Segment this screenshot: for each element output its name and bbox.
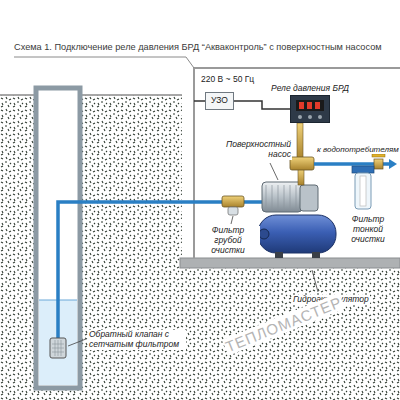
motor-fins	[266, 185, 296, 209]
leader-line	[312, 270, 318, 292]
motor-fin	[290, 185, 291, 209]
relay-button	[308, 115, 312, 119]
pressure-relay: Реле давления БРД	[290, 95, 330, 123]
part-label: Фильтр тонкой очистки	[338, 215, 398, 244]
diagram-title: Схема 1. Подключение реле давления БРД “…	[14, 42, 382, 52]
filter-cartridge	[360, 176, 366, 206]
pressure-tank	[258, 215, 336, 253]
flow-arrow	[389, 159, 397, 169]
relay-body	[290, 95, 330, 123]
fine-filter	[355, 173, 371, 209]
ground	[180, 268, 400, 400]
pump-head	[300, 185, 318, 211]
motor-fin	[296, 185, 297, 209]
leader-line	[231, 216, 233, 224]
part-label: Фильтр грубой очистки	[196, 226, 260, 255]
fine-filter-cap	[352, 166, 374, 173]
suction-pipe	[58, 202, 262, 340]
device-box: УЗО	[205, 92, 234, 110]
watermark: ТЕПЛОМАСТЕР	[222, 293, 345, 356]
relay-display	[296, 100, 324, 111]
display-segment	[299, 102, 304, 109]
part-label: Обратный клапан с сетчатым фильтром	[88, 330, 186, 350]
relay-button	[318, 115, 322, 119]
display-segment	[307, 102, 312, 109]
floor-slab	[180, 258, 400, 268]
house-outline	[194, 68, 400, 258]
part-label: Поверхностный насос	[224, 140, 292, 160]
mains-wire	[194, 100, 205, 102]
surface-pump	[262, 182, 302, 212]
valve-handle	[372, 154, 385, 157]
box-text: УЗО	[211, 96, 228, 106]
valve-mesh	[52, 340, 64, 356]
motor-fin	[266, 185, 267, 209]
five-way-fitting	[290, 157, 314, 170]
device-label: Реле давления БРД	[270, 84, 350, 94]
tank-flange	[259, 229, 269, 239]
consumer-label: к водопотребителям	[316, 145, 400, 154]
motor-fin	[278, 185, 279, 209]
coarse-filter	[222, 196, 244, 207]
tank-foot	[275, 252, 283, 258]
voltage-label: 220 В ~ 50 Гц	[200, 75, 255, 85]
ground	[0, 95, 182, 400]
power-cable	[234, 101, 290, 109]
motor-fin	[272, 185, 273, 209]
coarse-filter-bowl	[228, 207, 238, 215]
motor-fin	[284, 185, 285, 209]
ground-surface	[0, 94, 182, 96]
leader-line	[68, 339, 86, 346]
tank-foot	[312, 252, 320, 258]
title-leader	[14, 57, 194, 68]
ball-valve	[374, 159, 383, 169]
leader-line	[270, 163, 278, 180]
pump-outlet	[298, 169, 304, 185]
display-segment	[315, 102, 320, 109]
relay-button	[298, 115, 302, 119]
relay-tube	[297, 123, 303, 159]
check-valve	[50, 338, 66, 358]
